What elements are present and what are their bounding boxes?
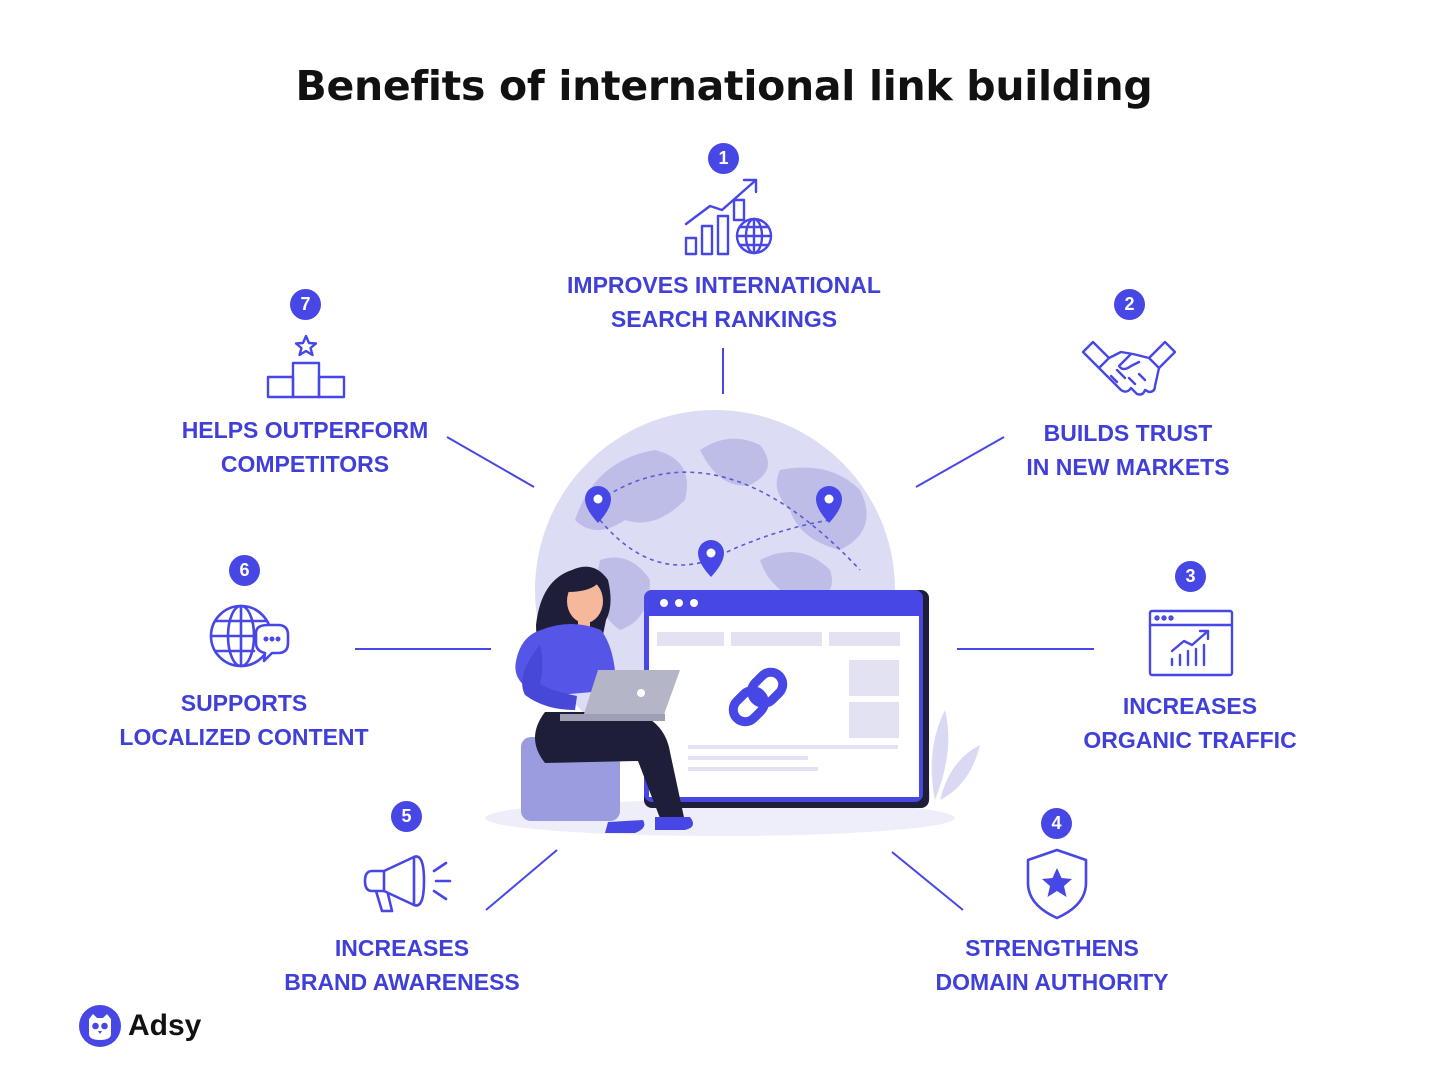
benefit-number-badge: 2	[1114, 289, 1145, 320]
benefit-number-badge: 4	[1041, 808, 1072, 839]
person-illustration	[515, 566, 694, 833]
growth-chart-globe-icon	[684, 178, 773, 256]
benefit-number-badge: 1	[708, 143, 739, 174]
benefit-number-badge: 6	[229, 555, 260, 586]
brand-name: Adsy	[128, 1009, 202, 1042]
brand-logo: Adsy	[78, 1004, 201, 1048]
benefit-number-badge: 7	[290, 289, 321, 320]
benefit-number-badge: 5	[391, 801, 422, 832]
link-icon	[728, 667, 788, 727]
connector-line-2	[915, 436, 1005, 488]
connector-line-5	[485, 849, 558, 911]
owl-logo-icon	[79, 1005, 121, 1047]
browser-window-illustration	[644, 590, 929, 808]
globe-chat-icon	[209, 604, 290, 668]
handshake-icon	[1081, 340, 1177, 396]
page-title: Benefits of international link building	[295, 62, 1153, 110]
benefit-number-badge: 3	[1175, 561, 1206, 592]
shield-star-icon	[1026, 848, 1088, 920]
connector-line-4	[891, 851, 964, 911]
connector-line-7	[446, 436, 535, 488]
browser-chart-icon	[1148, 609, 1234, 677]
megaphone-icon	[363, 855, 452, 913]
podium-star-icon	[266, 334, 346, 399]
